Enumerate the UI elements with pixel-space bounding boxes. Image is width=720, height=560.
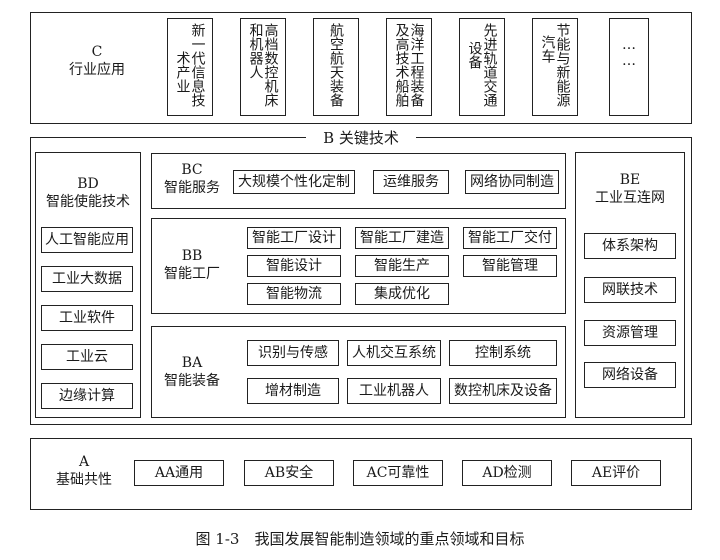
industry-box-4: 海洋工程装备 及高技术船舶 (386, 18, 432, 116)
be-item-4: 网络设备 (584, 362, 676, 388)
layer-a-item-4: AD检测 (462, 460, 552, 486)
bd-item-5: 边缘计算 (41, 383, 133, 409)
layer-a-item-2: AB安全 (244, 460, 334, 486)
ba-title: 智能装备 (164, 372, 220, 389)
bc-code: BC (181, 162, 203, 178)
layer-a-item-5: AE评价 (571, 460, 661, 486)
ba-row1-item-2: 人机交互系统 (347, 340, 441, 366)
layer-c-frame (30, 12, 692, 124)
be-item-1: 体系架构 (584, 233, 676, 259)
bd-item-2: 工业大数据 (41, 266, 133, 292)
bb-row1-item-1: 智能工厂设计 (247, 227, 341, 249)
ba-code: BA (181, 355, 203, 371)
industry-box-6: 节能与新能源 汽车 (532, 18, 578, 116)
ba-row1-item-1: 识别与传感 (247, 340, 339, 366)
layer-c-title: 行业应用 (69, 61, 125, 78)
bd-item-1: 人工智能应用 (41, 227, 133, 253)
industry-5-col-2: 设备 (466, 41, 483, 69)
bd-code: BD (77, 176, 99, 192)
layer-a-code: A (78, 454, 90, 470)
be-frame (575, 152, 685, 418)
bc-item-2: 运维服务 (373, 170, 449, 194)
industry-3-col-1: 航空航天装备 (328, 23, 344, 107)
be-code: BE (619, 172, 641, 188)
industry-2-col-1: 高档数控机床 (262, 23, 279, 107)
ba-frame (151, 326, 566, 418)
industry-box-1: 新一代信息技 术产业 (167, 18, 213, 116)
bb-frame (151, 218, 566, 314)
bb-row1-item-3: 智能工厂交付 (463, 227, 557, 249)
layer-c-code: C (91, 44, 103, 60)
bb-row2-item-3: 智能管理 (463, 255, 557, 277)
bb-row2-item-2: 智能生产 (355, 255, 449, 277)
bb-row1-item-2: 智能工厂建造 (355, 227, 449, 249)
bb-label: BB 智能工厂 (158, 248, 226, 283)
industry-5-col-1: 先进轨道交通 (481, 23, 498, 107)
industry-box-5: 先进轨道交通 设备 (459, 18, 505, 116)
bd-frame (35, 152, 141, 418)
bc-item-1: 大规模个性化定制 (233, 170, 355, 194)
industry-box-7: …… (609, 18, 649, 116)
bb-row3-item-1: 智能物流 (247, 283, 341, 305)
industry-6-col-1: 节能与新能源 (554, 23, 571, 107)
be-item-2: 网联技术 (584, 277, 676, 303)
bb-row2-item-1: 智能设计 (247, 255, 341, 277)
ba-row1-item-3: 控制系统 (449, 340, 557, 366)
industry-box-3: 航空航天装备 (313, 18, 359, 116)
ba-row2-item-1: 增材制造 (247, 378, 339, 404)
industry-6-col-2: 汽车 (539, 35, 556, 63)
industry-7-col-1: …… (621, 37, 637, 69)
industry-box-2: 高档数控机床 和机器人 (240, 18, 286, 116)
layer-b-title: B 关键技术 (306, 129, 416, 148)
bd-title: 智能使能技术 (46, 193, 130, 210)
bc-frame (151, 153, 566, 209)
ba-label: BA 智能装备 (158, 355, 226, 390)
industry-1-col-1: 新一代信息技 (189, 23, 206, 107)
industry-4-col-2: 及高技术船舶 (393, 23, 410, 107)
bb-row3-item-2: 集成优化 (355, 283, 449, 305)
be-item-3: 资源管理 (584, 320, 676, 346)
layer-a-frame (30, 438, 692, 510)
layer-a-title: 基础共性 (56, 471, 112, 488)
layer-a-item-1: AA通用 (134, 460, 224, 486)
ba-row2-item-3: 数控机床及设备 (449, 378, 557, 404)
industry-2-col-2: 和机器人 (247, 23, 264, 79)
bc-title: 智能服务 (164, 179, 220, 196)
figure-caption: 图 1-3 我国发展智能制造领域的重点领域和目标 (195, 530, 525, 548)
ba-row2-item-2: 工业机器人 (347, 378, 441, 404)
bc-item-3: 网络协同制造 (465, 170, 559, 194)
bd-item-3: 工业软件 (41, 305, 133, 331)
bd-item-4: 工业云 (41, 344, 133, 370)
bb-title: 智能工厂 (164, 265, 220, 282)
bb-code: BB (181, 248, 203, 264)
layer-a-label: A 基础共性 (44, 454, 124, 489)
be-label: BE 工业互连网 (575, 172, 685, 207)
bc-label: BC 智能服务 (158, 162, 226, 197)
layer-a-item-3: AC可靠性 (353, 460, 443, 486)
bd-label: BD 智能使能技术 (35, 176, 141, 211)
layer-c-label: C 行业应用 (58, 44, 136, 79)
industry-1-col-2: 术产业 (174, 51, 191, 93)
industry-4-col-1: 海洋工程装备 (408, 23, 425, 107)
be-title: 工业互连网 (595, 189, 665, 206)
